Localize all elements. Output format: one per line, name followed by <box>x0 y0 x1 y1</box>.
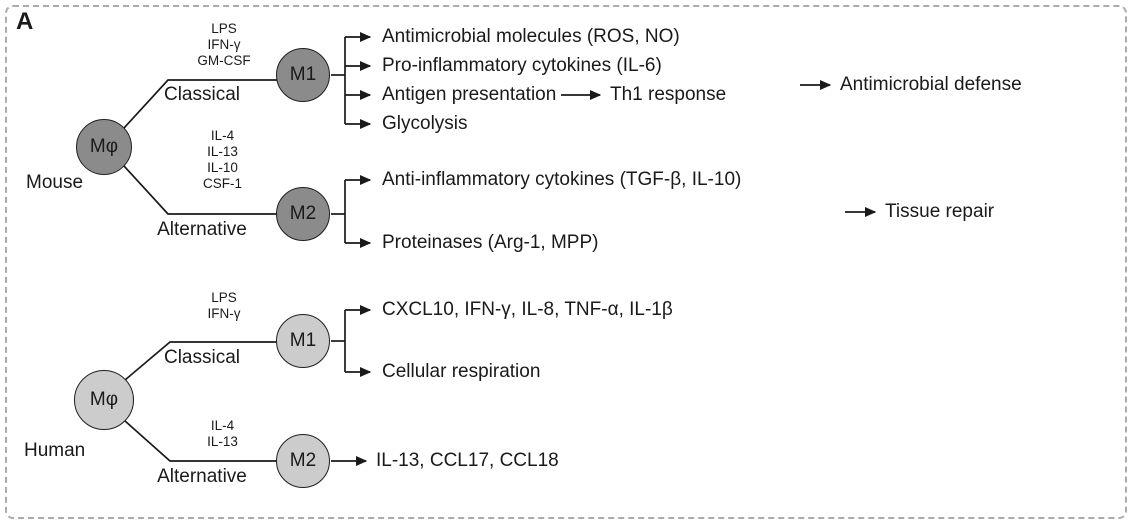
mouse-m2-label: M2 <box>289 203 317 224</box>
human-m2-output: IL-13, CCL17, CCL18 <box>376 450 559 471</box>
human-mphi-circle: Mφ <box>74 370 134 430</box>
human-group-label: Human <box>24 440 86 461</box>
mouse-m1-output: Antimicrobial molecules (ROS, NO) <box>382 26 680 47</box>
mouse-alternative-pathway-label: Alternative <box>157 219 247 240</box>
panel-label: A <box>16 8 34 35</box>
human-alternative-pathway-label: Alternative <box>157 466 247 487</box>
mouse-classical-pathway-label: Classical <box>163 84 241 105</box>
human-mphi-label: Mφ <box>89 389 119 410</box>
stimulus-label: IL-13 <box>207 144 238 159</box>
mouse-m1-output: Antigen presentation <box>382 84 557 105</box>
human-m1-circle: M1 <box>276 314 330 368</box>
mouse-classical-stimuli: LPS IFN-γ GM-CSF <box>168 21 280 69</box>
mouse-m1-circle: M1 <box>276 48 330 102</box>
human-m1-output: CXCL10, IFN-γ, IL-8, TNF-α, IL-1β <box>382 299 673 320</box>
mouse-mphi-label: Mφ <box>89 136 119 157</box>
mouse-classical-outcome: Antimicrobial defense <box>840 74 1022 95</box>
stimulus-label: IL-10 <box>207 160 238 175</box>
stimulus-label: LPS <box>211 290 237 305</box>
figure-dashed-border <box>5 5 1127 519</box>
mouse-alternative-outcome: Tissue repair <box>885 201 995 222</box>
mouse-m2-output: Proteinases (Arg-1, MPP) <box>382 232 599 253</box>
stimulus-label: IFN-γ <box>207 37 241 52</box>
stimulus-label: CSF-1 <box>202 176 242 191</box>
human-alternative-stimuli: IL-4 IL-13 <box>170 418 275 450</box>
stimulus-label: IL-13 <box>207 434 238 449</box>
stimulus-label: IL-4 <box>210 418 235 433</box>
stimulus-label: GM-CSF <box>197 53 251 68</box>
mouse-m1-output: Glycolysis <box>382 113 468 134</box>
mouse-m1-label: M1 <box>289 64 317 85</box>
stimulus-label: LPS <box>211 21 237 36</box>
mouse-group-label: Mouse <box>26 172 84 193</box>
human-classical-pathway-label: Classical <box>163 347 241 368</box>
human-classical-stimuli: LPS IFN-γ <box>168 290 280 322</box>
stimulus-label: IFN-γ <box>207 306 241 321</box>
mouse-m2-output: Anti-inflammatory cytokines (TGF-β, IL-1… <box>382 169 742 190</box>
mouse-mphi-circle: Mφ <box>76 119 132 175</box>
human-m2-label: M2 <box>289 450 317 471</box>
mouse-m2-circle: M2 <box>276 187 330 241</box>
human-m2-circle: M2 <box>276 434 330 488</box>
mouse-m1-output: Pro-inflammatory cytokines (IL-6) <box>382 55 662 76</box>
th1-response-label: Th1 response <box>610 84 727 105</box>
stimulus-label: IL-4 <box>210 128 235 143</box>
human-m1-label: M1 <box>289 330 317 351</box>
mouse-alternative-stimuli: IL-4 IL-13 IL-10 CSF-1 <box>170 128 275 192</box>
human-m1-output: Cellular respiration <box>382 361 541 382</box>
